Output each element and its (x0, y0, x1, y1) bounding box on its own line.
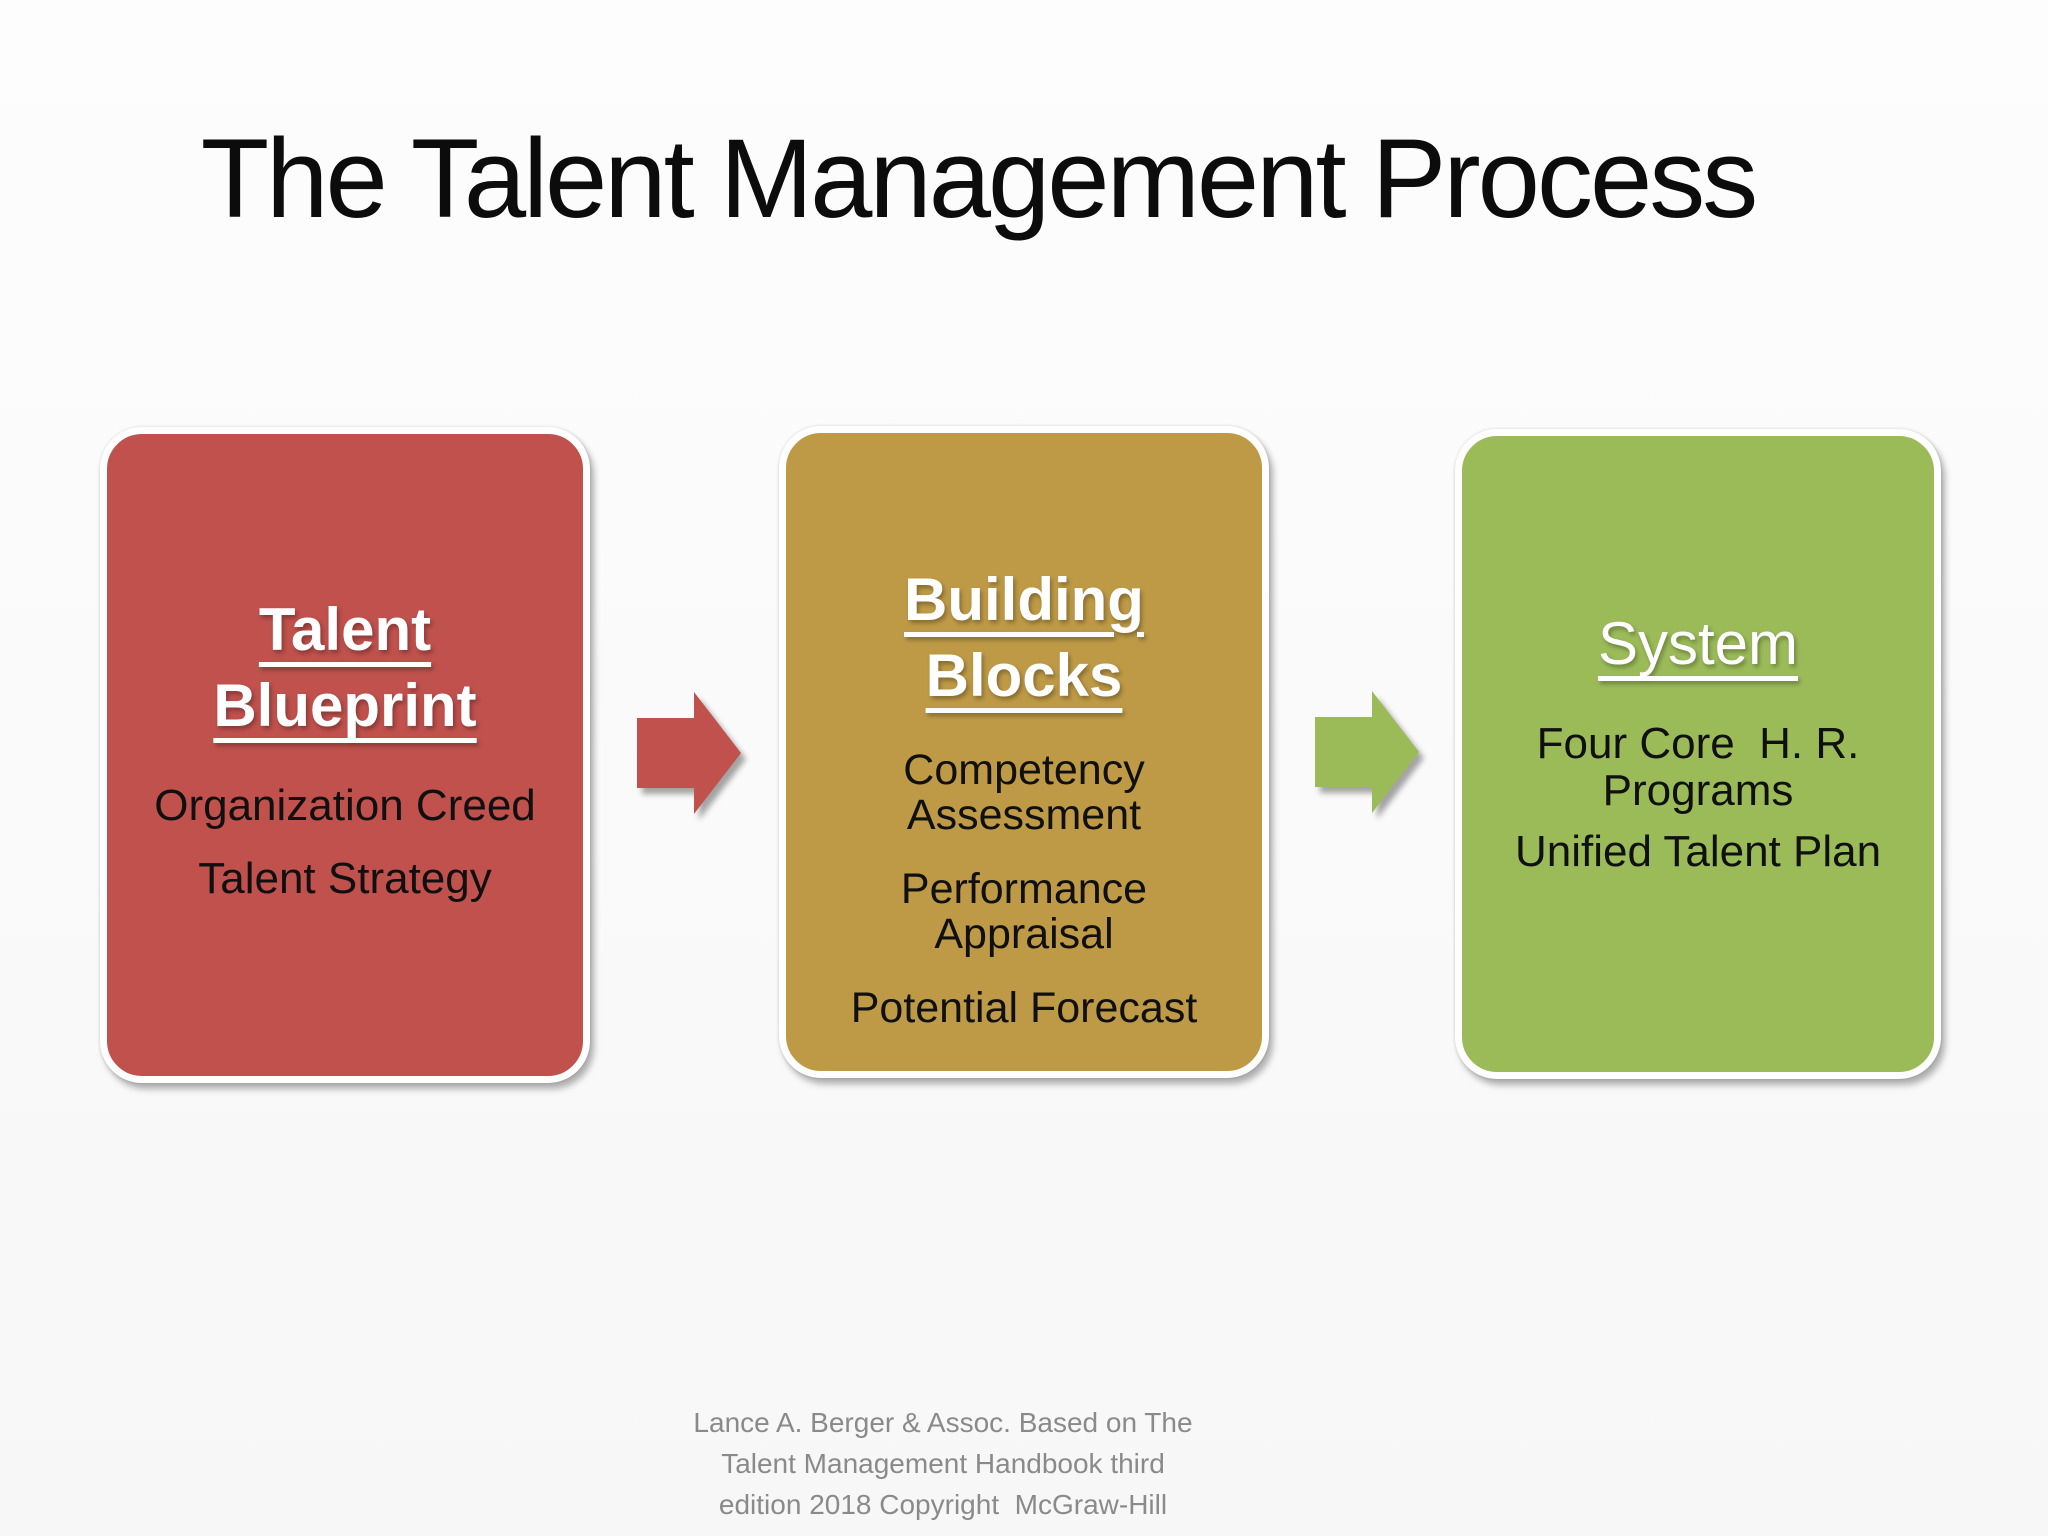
heading-line: Talent (258, 596, 432, 663)
box-item: Potential Forecast (851, 986, 1198, 1031)
heading-line: Blueprint (213, 672, 477, 739)
box-item: Four Core H. R. Programs (1515, 720, 1881, 814)
slide-title: The Talent Management Process (200, 116, 1758, 241)
box-item-line: Programs (1602, 766, 1794, 815)
box-item: Performance Appraisal (851, 867, 1198, 957)
attribution-text: Lance A. Berger & Assoc. Based on The Ta… (493, 1402, 1393, 1525)
box-item: Competency Assessment (851, 748, 1198, 838)
process-box-building-blocks: Building Blocks Competency Assessment Pe… (779, 426, 1269, 1078)
box-heading-talent-blueprint: Talent Blueprint (213, 592, 476, 744)
box-heading-building-blocks: Building Blocks (904, 562, 1144, 714)
attribution-line: edition 2018 Copyright McGraw-Hill (718, 1489, 1168, 1520)
box-body-system: Four Core H. R. Programs Unified Talent … (1515, 720, 1881, 889)
box-item: Unified Talent Plan (1515, 828, 1881, 875)
box-body-talent-blueprint: Organization Creed Talent Strategy (154, 782, 536, 928)
box-item-line: Four Core H. R. (1536, 719, 1860, 768)
process-box-system: System Four Core H. R. Programs Unified … (1455, 429, 1941, 1079)
box-body-building-blocks: Competency Assessment Performance Apprai… (851, 748, 1198, 1060)
box-item-line: Organization Creed (154, 781, 536, 830)
attribution-line: Lance A. Berger & Assoc. Based on The (693, 1407, 1193, 1438)
box-item: Organization Creed (154, 782, 536, 829)
box-item-line: Appraisal (934, 910, 1114, 958)
box-item-line: Talent Strategy (198, 854, 492, 903)
box-item: Talent Strategy (154, 855, 536, 902)
box-item-line: Performance (900, 865, 1148, 913)
box-item-line: Unified Talent Plan (1514, 827, 1882, 876)
box-item-line: Potential Forecast (850, 984, 1198, 1032)
heading-line: Blocks (925, 642, 1123, 709)
box-item-line: Competency (903, 746, 1145, 794)
process-box-talent-blueprint: Talent Blueprint Organization Creed Tale… (100, 427, 590, 1083)
box-heading-system: System (1598, 606, 1798, 682)
arrow-right-icon (637, 692, 741, 814)
heading-line: System (1597, 610, 1799, 677)
heading-line: Building (904, 566, 1144, 633)
arrow-right-icon (1315, 691, 1419, 813)
box-item-line: Assessment (906, 791, 1142, 839)
attribution-line: Talent Management Handbook third (721, 1448, 1165, 1479)
